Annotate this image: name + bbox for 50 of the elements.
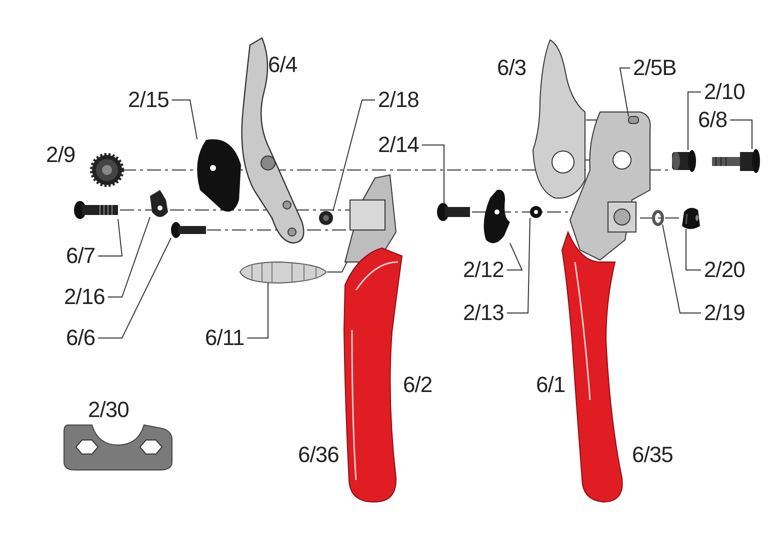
screw-drawing [74,201,118,219]
callout-number: 6/4 [268,54,298,76]
leader-line [107,216,150,298]
callout-number: 2/5B [633,57,676,79]
pin-drawing [628,116,639,124]
callout-number: 2/20 [704,259,745,281]
pawl-drawing [150,190,168,217]
callout-number: 6/8 [698,109,728,131]
ring-drawing [652,210,664,226]
callout-number: 6/36 [298,444,339,466]
screw-drawing [437,203,470,221]
callout-number: 2/18 [378,89,419,111]
leader-line [506,218,530,314]
nut-drawing [319,211,333,225]
leader-line [688,92,702,150]
callout-number: 2/12 [463,259,504,281]
screw-drawing [171,222,206,238]
callout-number: 2/16 [64,286,105,308]
callout-number: 6/3 [497,57,526,79]
leader-line [686,228,702,270]
leader-line [662,224,702,314]
leader-line [506,242,523,270]
spring-drawing [240,262,326,284]
callout-number: 2/9 [46,144,76,166]
callout-number: 2/10 [704,81,745,103]
leader-line [332,100,376,212]
callout-number: 2/13 [463,302,504,324]
callout-number: 2/30 [88,399,129,421]
plate-drawing [484,190,510,244]
callout-number: 6/1 [536,374,566,396]
cap-drawing [682,208,700,229]
callout-number: 2/14 [378,134,419,156]
leader-line [730,120,752,150]
callout-number: 2/19 [704,302,745,324]
callout-number: 6/11 [205,327,244,349]
washer-drawing [530,206,542,218]
leader-line [98,238,172,338]
leader-line [421,144,444,204]
plate-drawing [197,139,241,212]
leader-line [171,100,198,140]
leader-line [246,282,268,338]
callout-number: 6/7 [66,245,96,267]
leader-line [98,218,123,256]
callout-number: 6/2 [403,374,432,396]
bushing-drawing [672,150,696,172]
callout-number: 2/15 [128,89,169,111]
leader-line [619,68,630,117]
callout-number: 6/6 [66,327,96,349]
callout-number: 6/35 [632,444,673,466]
bolt-drawing [712,149,760,173]
